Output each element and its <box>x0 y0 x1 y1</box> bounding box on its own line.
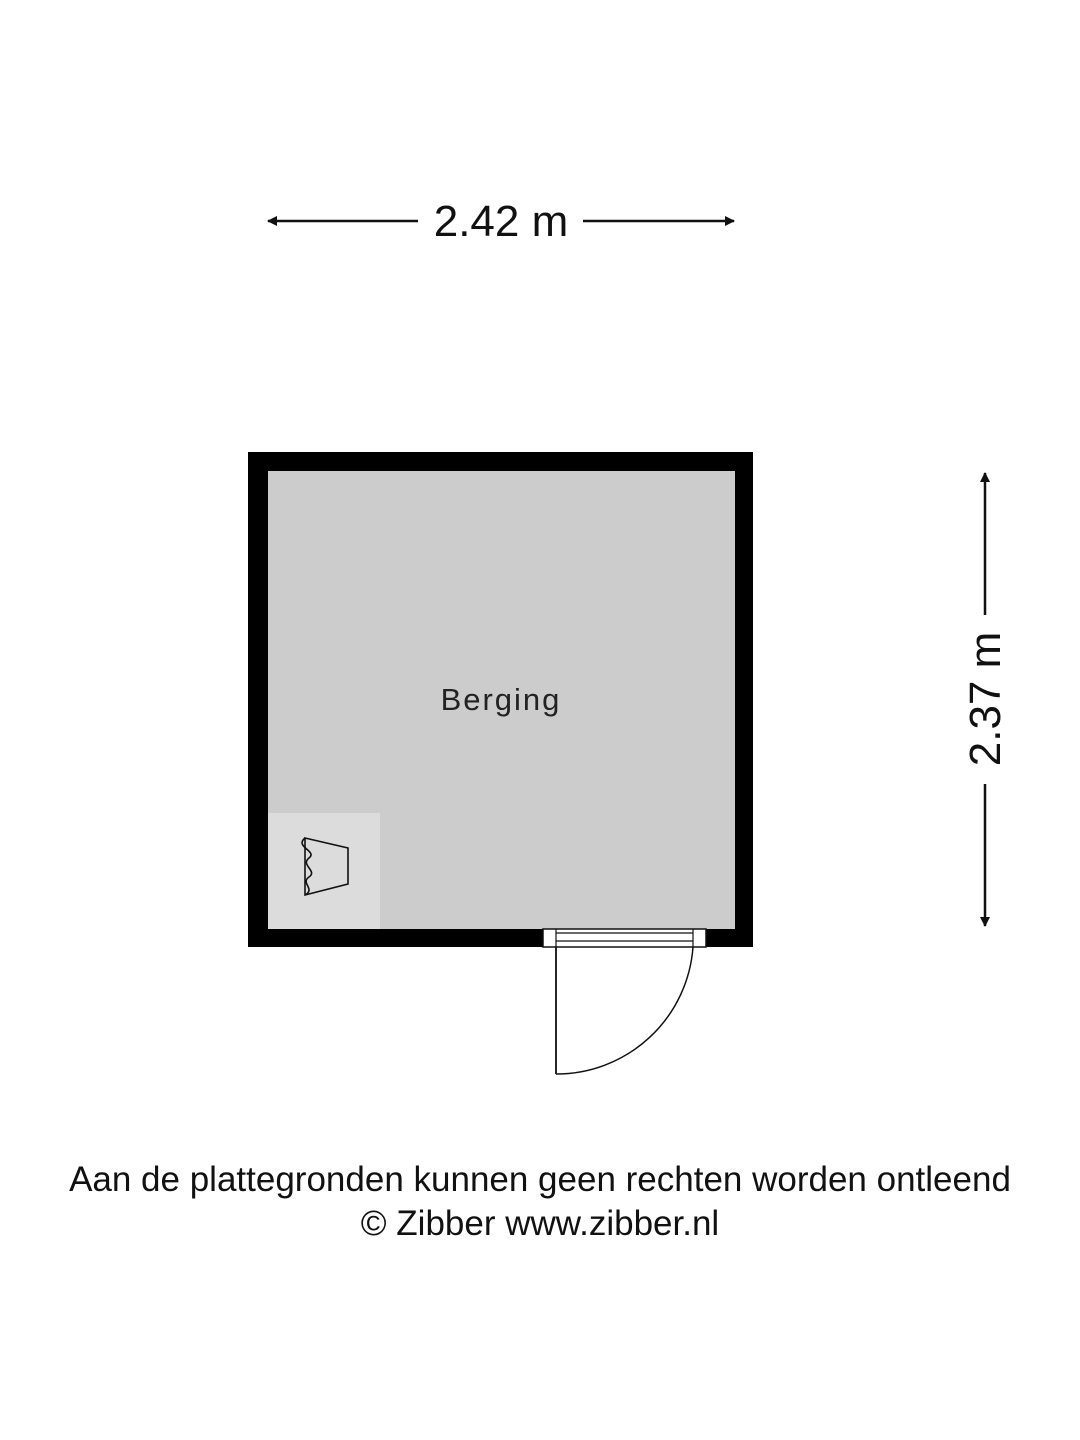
door-swing-arc <box>555 946 694 1075</box>
door-opening <box>543 929 706 947</box>
disclaimer-text: Aan de plattegronden kunnen geen rechten… <box>69 1160 1011 1199</box>
door-frame <box>542 928 707 948</box>
height-dimension: 2.37 m <box>961 472 1010 927</box>
width-dimension-label: 2.42 m <box>434 197 569 246</box>
bucket-icon <box>301 836 349 897</box>
room-berging: Berging <box>248 452 753 947</box>
door <box>542 928 707 1075</box>
width-dimension: 2.42 m <box>267 197 735 246</box>
copyright-text: © Zibber www.zibber.nl <box>360 1204 720 1243</box>
fixture-area <box>268 813 380 929</box>
height-dimension-label: 2.37 m <box>961 632 1010 767</box>
room-label: Berging <box>441 682 562 717</box>
